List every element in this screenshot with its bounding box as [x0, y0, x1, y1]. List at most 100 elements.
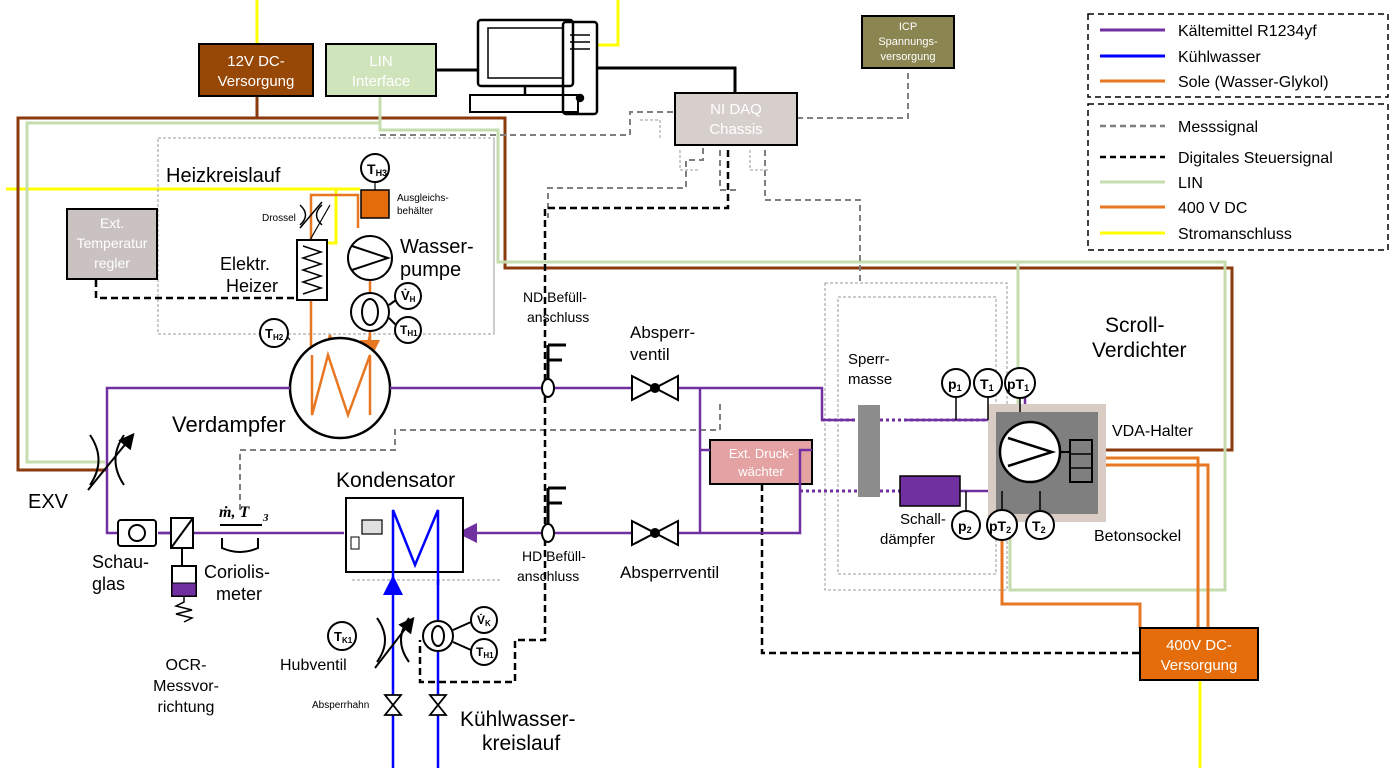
sensor-th1-label: TH1 — [400, 323, 418, 338]
svg-text:regler: regler — [94, 255, 130, 271]
sensors — [259, 153, 1055, 651]
label-scroll-1: Scroll- — [1105, 314, 1165, 337]
label-exv: EXV — [28, 491, 69, 513]
label-kondensator: Kondensator — [336, 469, 455, 492]
label-schauglas-2: glas — [92, 574, 125, 594]
label-absperrventil-top-1: Absperr- — [630, 323, 695, 342]
label-kuehlwasser-2: kreislauf — [482, 732, 560, 755]
box-daq: NI DAQ Chassis — [674, 92, 798, 146]
box-lin: LIN Interface — [325, 43, 437, 97]
label-scroll-2: Verdichter — [1092, 339, 1187, 362]
condenser — [345, 497, 464, 585]
svg-text:ICP: ICP — [899, 21, 917, 33]
svg-text:LIN: LIN — [369, 53, 392, 70]
svg-text:12V DC-: 12V DC- — [227, 53, 285, 70]
svg-text:Spannungs-: Spannungs- — [878, 36, 938, 48]
sensor-p2-label: p2 — [958, 518, 972, 535]
svg-text:400 V DC: 400 V DC — [1178, 200, 1247, 217]
label-drossel: Drossel — [262, 213, 296, 224]
label-schall-1: Schall- — [900, 511, 946, 528]
sight-glass — [117, 519, 157, 547]
label-coriolis-1: Coriolis- — [204, 562, 270, 582]
nd-fill-port — [541, 343, 566, 398]
label-ocr-2: Messvor- — [153, 678, 219, 695]
box-temperature-controller: Ext. Temperatur regler — [66, 208, 158, 280]
compressor-sensor-lines — [955, 397, 1041, 512]
sensor-tk1-label: TK1 — [334, 629, 353, 645]
sensor-vh-label: V̇H — [401, 288, 416, 304]
label-kuehlwasser-1: Kühlwasser- — [460, 708, 576, 731]
measurement-lines — [239, 42, 909, 510]
svg-text:wächter: wächter — [737, 464, 784, 479]
sensor-pt2-label: pT2 — [989, 518, 1011, 535]
cooling-water-lines — [383, 575, 440, 768]
label-coriolis-2: meter — [216, 584, 262, 604]
box-icp: ICP Spannungs- versorgung — [861, 15, 955, 69]
svg-text:Messsignal: Messsignal — [1178, 119, 1258, 136]
lift-valve-icon — [374, 616, 415, 669]
svg-text:Interface: Interface — [352, 73, 410, 90]
label-hubventil: Hubventil — [280, 657, 347, 674]
svg-text:Temperatur: Temperatur — [77, 235, 148, 251]
svg-text:Sole (Wasser-Glykol): Sole (Wasser-Glykol) — [1178, 74, 1329, 91]
label-hd-2: anschluss — [517, 568, 579, 584]
expansion-tank — [360, 189, 390, 219]
label-schauglas-1: Schau- — [92, 552, 149, 572]
sensor-vk-label: V̇K — [477, 612, 491, 628]
svg-text:Ext. Druck-: Ext. Druck- — [729, 446, 793, 461]
box-dc400: 400V DC- Versorgung — [1139, 627, 1259, 681]
sensor-th3-label: TH3 — [367, 161, 387, 178]
filter-icon — [170, 517, 194, 566]
svg-text:Versorgung: Versorgung — [218, 73, 295, 90]
evaporator — [288, 336, 392, 440]
label-nd-1: ND Befüll- — [523, 289, 587, 305]
svg-text:versorgung: versorgung — [880, 51, 935, 63]
label-ocr-1: OCR- — [166, 657, 207, 674]
label-sperrmasse-1: Sperr- — [848, 351, 890, 368]
label-heizkreislauf: Heizkreislauf — [166, 165, 281, 187]
label-heizer-1: Elektr. — [220, 254, 270, 274]
svg-text:400V DC-: 400V DC- — [1166, 637, 1232, 654]
shutoff-valve-top — [631, 374, 679, 402]
coriolis-subscript: 3 — [262, 512, 269, 524]
legend: Kältemittel R1234yf Kühlwasser Sole (Was… — [1087, 13, 1389, 251]
label-ocr-3: richtung — [158, 699, 215, 716]
sensor-t2-label: T2 — [1032, 518, 1046, 535]
digital-lines — [94, 150, 1140, 684]
sensor-p1-label: p1 — [948, 376, 962, 393]
svg-text:Digitales Steuersignal: Digitales Steuersignal — [1178, 150, 1333, 167]
shutoff-valve-bottom — [631, 519, 679, 547]
expansion-valve-icon — [87, 432, 135, 491]
dc12-lines — [16, 90, 1234, 472]
electric-heater — [296, 239, 328, 301]
sensor-th2-label: TH2 — [265, 326, 284, 342]
label-hd-1: HD Befüll- — [522, 548, 586, 564]
label-betonsockel: Betonsockel — [1094, 528, 1181, 545]
muffler — [899, 475, 961, 507]
heating-flow-meter — [350, 282, 422, 344]
svg-text:Chassis: Chassis — [709, 121, 762, 138]
coriolis-meter — [220, 524, 262, 553]
box-pressure-switch: Ext. Druck- wächter — [709, 439, 813, 485]
label-wasser-2: pumpe — [400, 259, 461, 281]
svg-text:NI DAQ: NI DAQ — [710, 101, 762, 118]
label-absperrventil-top-2: ventil — [630, 345, 670, 364]
label-wasser-1: Wasser- — [400, 236, 474, 258]
sensor-pt1-label: pT1 — [1007, 376, 1029, 393]
label-ausgleich-1: Ausgleichs- — [397, 193, 449, 204]
svg-text:Ext.: Ext. — [100, 215, 124, 231]
shutoff-cock-icons — [383, 694, 448, 716]
svg-text:Kühlwasser: Kühlwasser — [1178, 49, 1261, 66]
hd-fill-port — [541, 486, 566, 543]
svg-text:LIN: LIN — [1178, 175, 1203, 192]
svg-text:Kältemittel R1234yf: Kältemittel R1234yf — [1178, 23, 1317, 40]
label-absperrhahn: Absperrhahn — [312, 700, 369, 711]
water-pump — [347, 235, 393, 281]
label-sperrmasse-2: masse — [848, 371, 892, 388]
label-verdampfer: Verdampfer — [172, 412, 286, 437]
compressor-assembly — [988, 404, 1106, 522]
refrigerant-dotted — [800, 418, 1000, 493]
sensor-t1-label: T1 — [980, 376, 994, 393]
throttle-icon — [299, 201, 323, 229]
